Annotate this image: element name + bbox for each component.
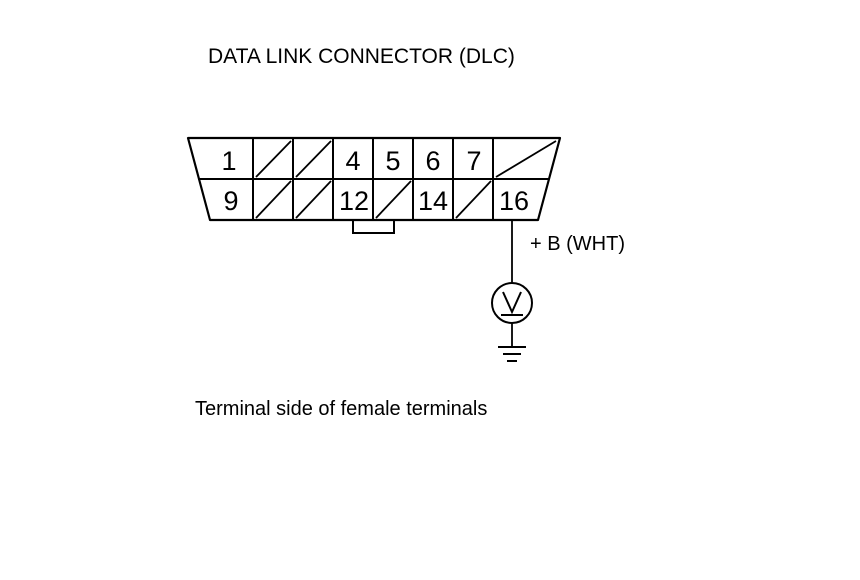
voltmeter-icon [491,282,533,324]
terminal-7-label: 7 [466,146,481,176]
terminal-5-label: 5 [385,146,400,176]
terminal-12-label: 12 [339,186,369,216]
diagram-title: DATA LINK CONNECTOR (DLC) [208,45,515,68]
ground-icon [498,346,526,362]
wire-label: + B (WHT) [530,233,625,255]
empty-cavity-marks [255,140,557,219]
terminal-1-label: 1 [221,146,236,176]
connector-body [186,136,562,222]
connector-lock-tab [352,220,395,234]
terminal-14-label: 14 [418,186,448,216]
diagram-caption: Terminal side of female terminals [195,398,488,420]
terminal-4-label: 4 [345,146,360,176]
cell-dividers [252,138,494,220]
terminal-9-label: 9 [223,186,238,216]
terminal-16-label: 16 [499,186,529,216]
terminal-6-label: 6 [425,146,440,176]
